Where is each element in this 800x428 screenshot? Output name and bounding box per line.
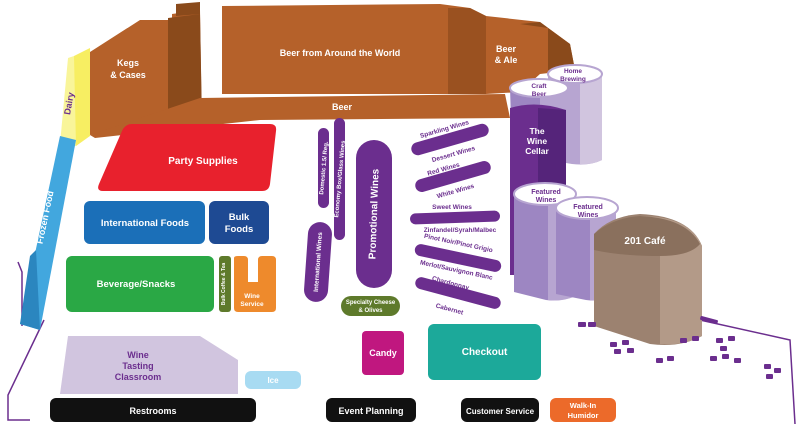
cafe-seating (578, 315, 781, 379)
checkout-label: Checkout (462, 347, 508, 358)
sweet-zinfandel-aisle[interactable]: Sweet Wines Zinfandel/Syrah/Malbec (410, 204, 500, 234)
international-wines-label: International Wines (313, 232, 324, 293)
event-planning-label: Event Planning (338, 406, 403, 416)
featured-wines-1-label-2: Wines (536, 197, 557, 204)
domestic-wines-label: Domestic 1.5/ Reg. (319, 141, 330, 195)
wine-cellar-label-3: Cellar (525, 146, 549, 156)
beverage-snacks-label: Beverage/Snacks (97, 279, 176, 290)
international-foods-section[interactable]: International Foods (84, 201, 205, 244)
dairy-section[interactable]: Dairy (60, 48, 90, 146)
kegs-label-2: & Cases (110, 70, 146, 80)
bulk-coffee-tea-section[interactable]: Bulk Coffee & Tea (219, 256, 231, 312)
walk-in-humidor-label-2: Humidor (568, 411, 599, 420)
customer-service-section[interactable]: Customer Service (461, 398, 539, 422)
walk-in-humidor-label: Walk-In (570, 401, 597, 410)
international-wines-aisle[interactable]: International Wines (303, 221, 333, 302)
pinot-merlot-aisle[interactable]: Pinot Noir/Pinot Grigio Merlot/Sauvignon… (414, 233, 503, 282)
walk-in-humidor-section[interactable]: Walk-In Humidor (550, 398, 616, 422)
checkout-section[interactable]: Checkout (428, 324, 541, 380)
craft-beer-label-2: Beer (532, 91, 547, 98)
red-white-wines-aisle[interactable]: Red Wines White Wines (414, 160, 493, 201)
domestic-wines-aisle[interactable]: Domestic 1.5/ Reg. (318, 128, 330, 208)
bulk-foods-label-2: Foods (225, 224, 254, 235)
featured-wines-2-label: Featured (573, 204, 603, 211)
cafe-section[interactable]: 201 Café (594, 214, 702, 345)
customer-service-label: Customer Service (466, 407, 535, 416)
kegs-label: Kegs (117, 58, 139, 68)
wine-cellar-label: The (529, 126, 544, 136)
beer-world-label: Beer from Around the World (280, 48, 401, 58)
bulk-foods-label: Bulk (229, 212, 250, 223)
featured-wines-1-label: Featured (531, 189, 561, 196)
home-brewing-label: Home (564, 68, 582, 75)
craft-beer-label: Craft (531, 83, 547, 90)
beverage-snacks-section[interactable]: Beverage/Snacks (66, 256, 214, 312)
specialty-cheese-label: Specialty Cheese (346, 300, 396, 306)
candy-section[interactable]: Candy (362, 331, 404, 375)
beer-ale-label: Beer (496, 44, 517, 54)
beer-and-ale-section[interactable]: Beer & Ale (486, 16, 575, 94)
party-supplies-section[interactable]: Party Supplies (98, 124, 277, 191)
cafe-label: 201 Café (624, 236, 666, 247)
wine-tasting-label-3: Classroom (115, 372, 162, 382)
wine-tasting-label-2: Tasting (122, 361, 153, 371)
ice-section[interactable]: Ice (245, 371, 301, 389)
zinfandel-label: Zinfandel/Syrah/Malbec (424, 227, 497, 234)
sweet-wines-label: Sweet Wines (432, 204, 472, 211)
specialty-cheese-label-2: & Olives (358, 308, 383, 314)
cabernet-label: Cabernet (435, 303, 465, 317)
beer-from-around-the-world-section[interactable]: Beer from Around the World (222, 4, 486, 94)
kegs-cases-section[interactable]: Kegs & Cases (90, 2, 202, 135)
sparkling-dessert-wines-aisle[interactable]: Sparkling Wines Dessert Wines (410, 119, 490, 164)
economy-box-wines-aisle[interactable]: Economy Box/Glass Wines (334, 118, 347, 240)
restrooms-section[interactable]: Restrooms (50, 398, 256, 422)
promotional-wines-aisle[interactable]: Promotional Wines (356, 140, 392, 288)
specialty-cheese-olives-section[interactable]: Specialty Cheese & Olives (341, 296, 400, 316)
party-supplies-label: Party Supplies (168, 156, 238, 167)
beer-ale-label-2: & Ale (495, 55, 518, 65)
wine-tasting-label: Wine (127, 350, 148, 360)
wine-tasting-classroom-section[interactable]: Wine Tasting Classroom (60, 336, 238, 394)
beer-label: Beer (332, 102, 353, 112)
dairy-label: Dairy (62, 92, 76, 116)
chardonnay-cabernet-aisle[interactable]: Chardonnay Cabernet (414, 275, 502, 317)
home-brewing-label-2: Brewing (560, 76, 586, 83)
restrooms-label: Restrooms (129, 406, 176, 416)
candy-label: Candy (369, 348, 397, 358)
event-planning-section[interactable]: Event Planning (326, 398, 416, 422)
bulk-coffee-tea-label: Bulk Coffee & Tea (221, 263, 227, 306)
promotional-wines-label: Promotional Wines (367, 168, 381, 259)
bulk-foods-section[interactable]: Bulk Foods (209, 201, 269, 244)
ice-label: Ice (267, 376, 279, 385)
wine-service-label: Wine (244, 293, 260, 300)
international-foods-label: International Foods (101, 218, 189, 229)
wine-service-section[interactable]: Wine Service (234, 256, 276, 312)
featured-wines-2-label-2: Wines (578, 212, 599, 219)
wine-cellar-label-2: Wine (527, 136, 548, 146)
wine-service-label-2: Service (240, 301, 264, 308)
